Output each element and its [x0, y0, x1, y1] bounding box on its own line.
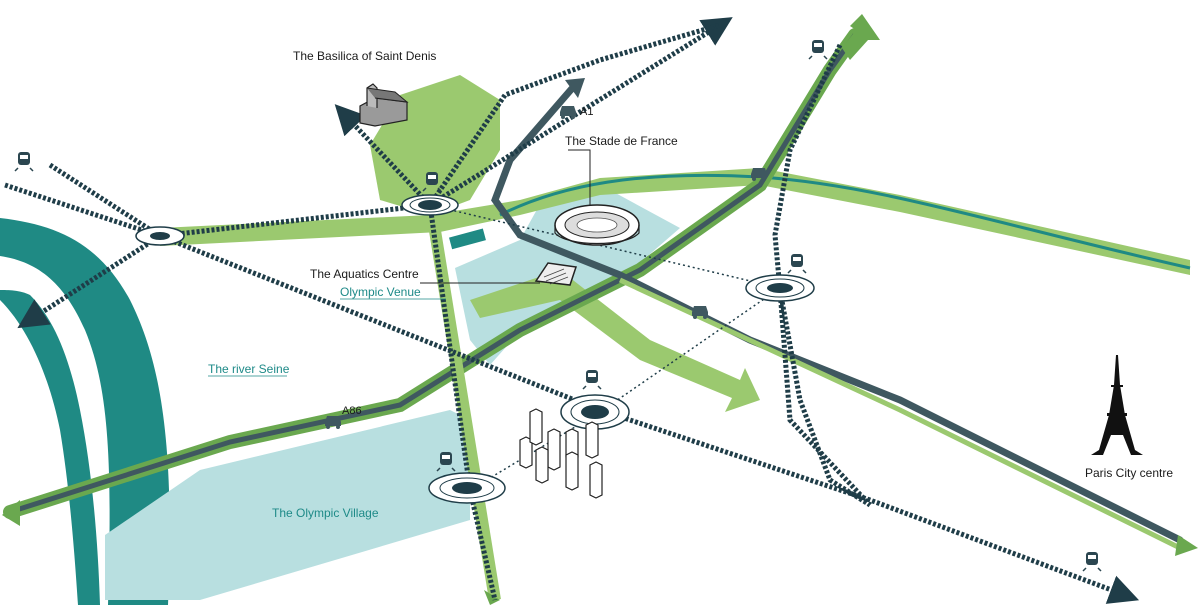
label-village: The Olympic Village — [272, 506, 379, 520]
label-a1: A1 — [580, 106, 593, 118]
train-icon — [808, 40, 828, 60]
canal — [160, 168, 1191, 275]
car-icon — [325, 416, 341, 429]
label-paris: Paris City centre — [1085, 466, 1173, 480]
river-seine — [0, 218, 170, 605]
car-icon — [751, 168, 767, 181]
eiffel-tower-icon — [1091, 355, 1143, 455]
train-icons — [14, 40, 1102, 572]
train-icon — [436, 452, 456, 472]
label-basilica: The Basilica of Saint Denis — [293, 49, 436, 63]
station-hub-icon[interactable] — [560, 394, 630, 430]
train-icon — [1082, 552, 1102, 572]
road-a86 — [2, 14, 880, 526]
tower-cluster — [519, 408, 603, 499]
car-icons — [325, 106, 767, 429]
leader-lines — [420, 149, 591, 284]
train-icon — [422, 172, 442, 192]
stadium-icon[interactable] — [554, 204, 640, 246]
label-river: The river Seine — [208, 362, 290, 376]
label-a86: A86 — [342, 405, 362, 417]
train-icon — [14, 152, 34, 172]
aquatics-centre-icon[interactable] — [534, 262, 577, 286]
station-hub-icon[interactable] — [745, 274, 815, 302]
car-icon — [692, 306, 708, 319]
station-hubs — [135, 194, 815, 504]
train-icon — [582, 370, 602, 390]
label-olympic-venue: Olympic Venue — [340, 285, 421, 299]
train-icon — [787, 254, 807, 274]
station-hub-icon[interactable] — [428, 472, 506, 504]
green-promenade — [470, 270, 760, 412]
label-aquatics: The Aquatics Centre — [310, 267, 419, 281]
station-hub-icon[interactable] — [135, 226, 185, 246]
basilica-icon[interactable] — [359, 83, 409, 127]
car-icon — [560, 106, 576, 119]
station-hub-icon[interactable] — [401, 194, 459, 216]
label-stade: The Stade de France — [565, 134, 678, 148]
road-a1 — [491, 78, 1198, 556]
